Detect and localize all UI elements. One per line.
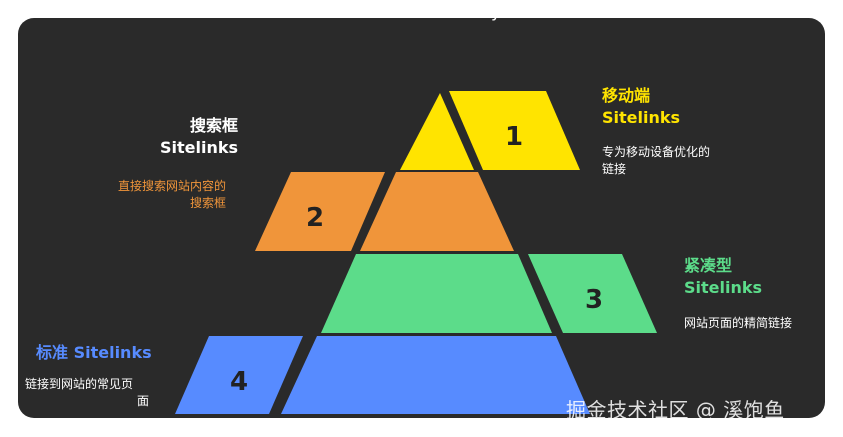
pyramid-tier-3 (321, 254, 552, 333)
level-2-desc-line2: 搜索框 (189, 196, 226, 210)
level-2-description: 直接搜索网站内容的 搜索框 (70, 178, 226, 212)
watermark: 掘金技术社区 @ 溪饱鱼 (566, 398, 785, 422)
level-4-title-line1: 标准 Sitelinks (36, 343, 152, 362)
level-number-1: 1 (505, 122, 523, 152)
pyramid-tier-1 (400, 93, 474, 170)
level-4-desc-line2: 面 (137, 394, 150, 408)
level-1-title-line1: 移动端 (602, 86, 651, 105)
level-tag-3 (528, 254, 657, 333)
level-2-title-line1: 搜索框 (189, 116, 238, 135)
pyramid-tier-4 (281, 336, 590, 414)
level-2-title: 搜索框 Sitelinks (120, 115, 238, 159)
level-3-title-line1: 紧凑型 (684, 256, 733, 275)
level-number-3: 3 (585, 285, 603, 315)
diagram-title: Sitelinks Hierarchy (341, 2, 502, 22)
pyramid-tier-2 (360, 172, 514, 251)
level-number-4: 4 (230, 367, 248, 397)
level-3-desc-line1: 网站页面的精简链接 (684, 316, 793, 330)
level-tag-2 (255, 172, 385, 251)
level-4-description: 链接到网站的常见页 面 (25, 376, 165, 410)
level-2-desc-line1: 直接搜索网站内容的 (117, 179, 226, 193)
level-1-title: 移动端 Sitelinks (602, 85, 680, 129)
level-2-title-line2: Sitelinks (159, 138, 238, 157)
level-4-desc-line1: 链接到网站的常见页 (25, 377, 134, 391)
level-1-desc-line1: 专为移动设备优化的 (602, 145, 711, 159)
level-1-desc-line2: 链接 (602, 162, 627, 176)
level-3-description: 网站页面的精简链接 (684, 315, 792, 332)
level-4-title: 标准 Sitelinks (36, 342, 152, 364)
level-tag-1 (449, 91, 580, 170)
level-1-title-line2: Sitelinks (602, 108, 681, 127)
level-tag-4 (175, 336, 303, 414)
level-1-description: 专为移动设备优化的 链接 (602, 144, 710, 178)
level-number-2: 2 (306, 203, 324, 233)
level-3-title: 紧凑型 Sitelinks (684, 255, 762, 299)
level-3-title-line2: Sitelinks (684, 278, 763, 297)
